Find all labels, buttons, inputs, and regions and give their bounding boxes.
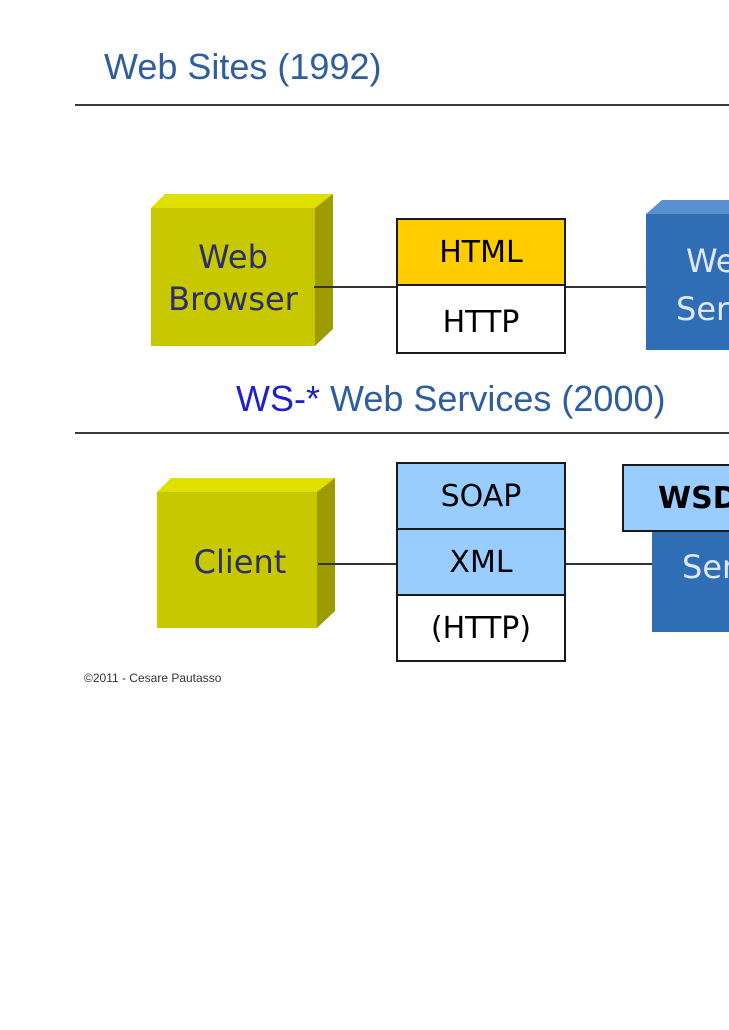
- protocol-box-xml: XML: [396, 528, 566, 596]
- connector-line: [564, 563, 654, 565]
- service-server-block: Server: [652, 530, 729, 632]
- cube-top-face: [157, 478, 335, 492]
- cube-front-face: [157, 492, 317, 628]
- connector-line: [318, 563, 398, 565]
- wsdl-box-clip: WSDL: [622, 464, 729, 532]
- section-title-web-sites: Web Sites (1992): [104, 46, 382, 87]
- cube-front-face: [646, 214, 729, 350]
- interface-box-wsdl: WSDL: [622, 464, 729, 532]
- web-server-label-line1: Web: [686, 242, 729, 280]
- protocol-box-soap: SOAP: [396, 462, 566, 530]
- web-browser-cube: [151, 194, 333, 346]
- web-server-label-clip: Web Server: [646, 214, 729, 350]
- cube-side-face: [315, 194, 333, 346]
- ws-title-rest: Web Services (2000): [320, 378, 666, 419]
- service-server-label: Server: [682, 548, 729, 586]
- section-title-ws-services: WS-* Web Services (2000): [236, 378, 665, 420]
- connector-line: [564, 286, 648, 288]
- connector-line: [314, 286, 398, 288]
- web-browser-label: Web Browser: [151, 236, 315, 320]
- cube-front-face: [151, 208, 315, 346]
- cube-top-face: [151, 194, 333, 208]
- web-browser-label-line1: Web: [198, 238, 268, 276]
- protocol-box-http: HTTP: [396, 284, 566, 354]
- client-cube: [157, 478, 335, 628]
- web-server-cube: [646, 200, 729, 350]
- web-browser-label-line2: Browser: [168, 280, 298, 318]
- web-server-label-line2: Server: [676, 290, 729, 328]
- cube-top-face: [646, 200, 729, 214]
- protocol-box-http-optional: (HTTP): [396, 594, 566, 662]
- client-label: Client: [193, 543, 287, 581]
- section-divider: [75, 432, 729, 434]
- section-divider: [75, 104, 729, 106]
- copyright-footer: ©2011 - Cesare Pautasso: [84, 671, 222, 685]
- protocol-box-html: HTML: [396, 218, 566, 286]
- ws-star-prefix: WS-*: [236, 378, 320, 419]
- cube-side-face: [317, 478, 335, 628]
